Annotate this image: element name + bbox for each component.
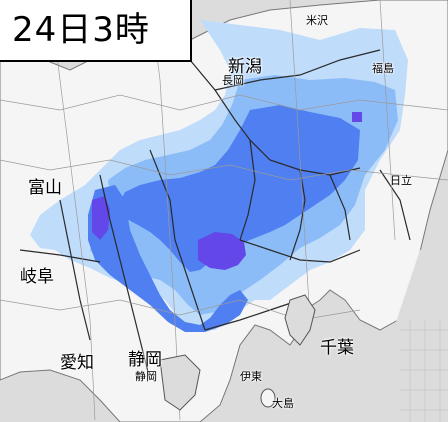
label-yonezawa: 米沢 <box>306 14 328 27</box>
label-nagaoka: 長岡 <box>222 74 244 87</box>
tokyo-bay <box>284 294 316 346</box>
snow-heavy-west <box>88 185 248 332</box>
label-shizuoka-city: 静岡 <box>135 370 157 383</box>
label-ito: 伊東 <box>240 370 262 383</box>
label-fukushima: 福島 <box>372 62 394 75</box>
snow-peak-north <box>352 112 362 122</box>
snow-peak-yamanashi <box>198 232 246 270</box>
suruga-bay <box>159 354 201 411</box>
label-niigata: 新潟 <box>228 57 262 77</box>
snow-peak-hida <box>92 196 110 240</box>
label-oshima: 大島 <box>272 397 294 410</box>
pacific-ocean <box>330 240 448 422</box>
label-chiba: 千葉 <box>320 338 354 358</box>
sea-mesh <box>400 320 448 422</box>
label-toyama: 富山 <box>28 178 62 198</box>
label-aichi: 愛知 <box>60 353 94 373</box>
oshima-island <box>260 388 276 408</box>
forecast-time-label: 24日3時 <box>0 0 192 62</box>
label-shizuoka: 静岡 <box>128 350 162 370</box>
label-gifu: 岐阜 <box>20 267 54 287</box>
label-hitachi: 日立 <box>390 174 412 187</box>
